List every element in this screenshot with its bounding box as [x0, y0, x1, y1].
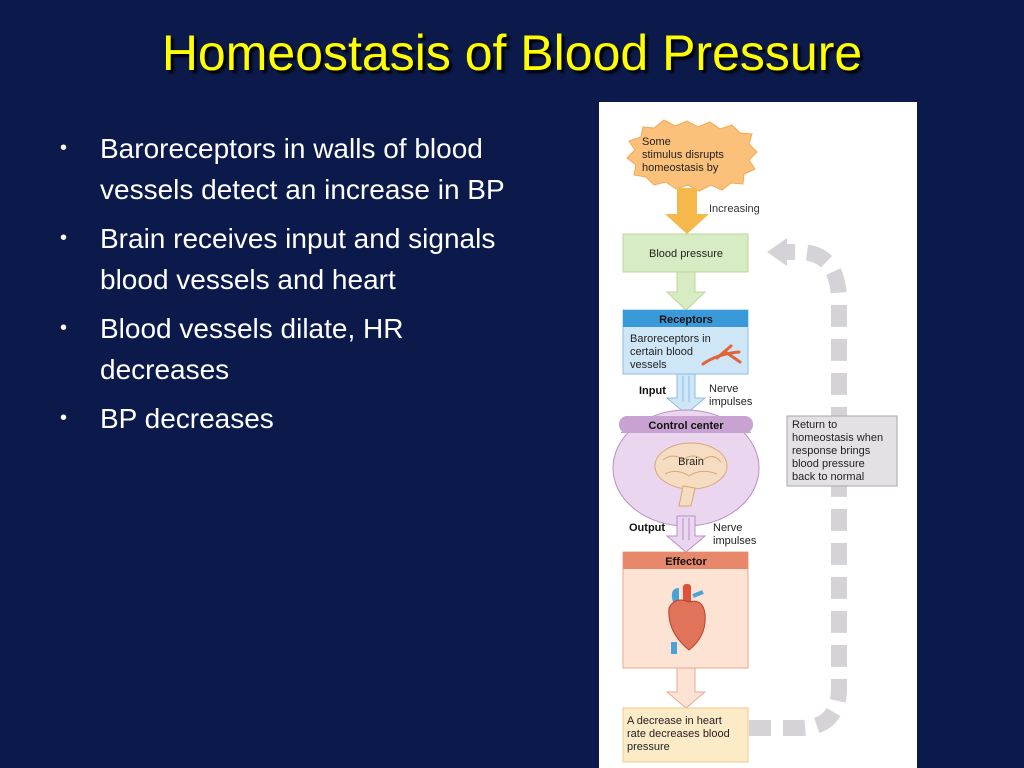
receptors-text: Baroreceptors in certain blood vessels: [630, 333, 714, 371]
control-header: [619, 416, 753, 433]
slide-title: Homeostasis of Blood Pressure: [161, 25, 863, 81]
input-nerve-label: Nerve impulses: [709, 383, 753, 408]
bullet-dot: •: [60, 227, 68, 249]
bullet-text: Brain receives input and signals blood v…: [100, 223, 496, 295]
bullet-item: • Baroreceptors in walls of blood vessels…: [58, 128, 528, 210]
arrow-to-response: [665, 667, 707, 709]
arrow-output: [665, 515, 707, 553]
variable-label: Blood pressure: [649, 248, 723, 260]
bullet-item: • BP decreases: [58, 398, 528, 439]
bullet-item: • Brain receives input and signals blood …: [58, 218, 528, 300]
homeostasis-diagram: Some stimulus disrupts homeostasis by In…: [599, 102, 917, 768]
input-label: Input: [639, 385, 666, 397]
bullet-text: Blood vessels dilate, HR decreases: [100, 313, 404, 385]
brain-icon: [654, 442, 728, 507]
response-box: [622, 707, 749, 763]
bullet-dot: •: [60, 137, 68, 159]
return-box: [786, 415, 898, 487]
arrow-to-receptors: [665, 271, 707, 311]
bullet-text: Baroreceptors in walls of blood vessels …: [100, 133, 505, 205]
stimulus-text: Some stimulus disrupts homeostasis by: [642, 136, 727, 174]
receptors-header: [623, 310, 748, 327]
effector-header: [623, 552, 748, 569]
bullet-dot: •: [60, 317, 68, 339]
output-label: Output: [629, 522, 665, 534]
stimulus-burst: [626, 119, 758, 192]
arrow-input: [665, 373, 707, 415]
arrow-increasing: [665, 188, 709, 234]
bullet-dot: •: [60, 407, 68, 429]
increasing-label: Increasing: [709, 203, 760, 215]
brain-label: Brain: [678, 456, 704, 468]
return-text: Return to homeostasis when response brin…: [792, 419, 886, 483]
feedback-return-path: [749, 238, 847, 736]
output-nerve-label: Nerve impulses: [713, 522, 757, 547]
return-arrowhead: [767, 238, 787, 266]
control-header-label: Control center: [648, 420, 724, 432]
bullet-list: • Baroreceptors in walls of blood vessels…: [58, 128, 528, 447]
effector-header-label: Effector: [665, 556, 707, 568]
response-text: A decrease in heart rate decreases blood…: [627, 715, 733, 753]
heart-icon: [668, 584, 706, 654]
receptors-header-label: Receptors: [659, 314, 713, 326]
blood-vessel-icon: [701, 344, 742, 366]
bullet-item: • Blood vessels dilate, HR decreases: [58, 308, 528, 390]
bullet-text: BP decreases: [100, 403, 274, 434]
